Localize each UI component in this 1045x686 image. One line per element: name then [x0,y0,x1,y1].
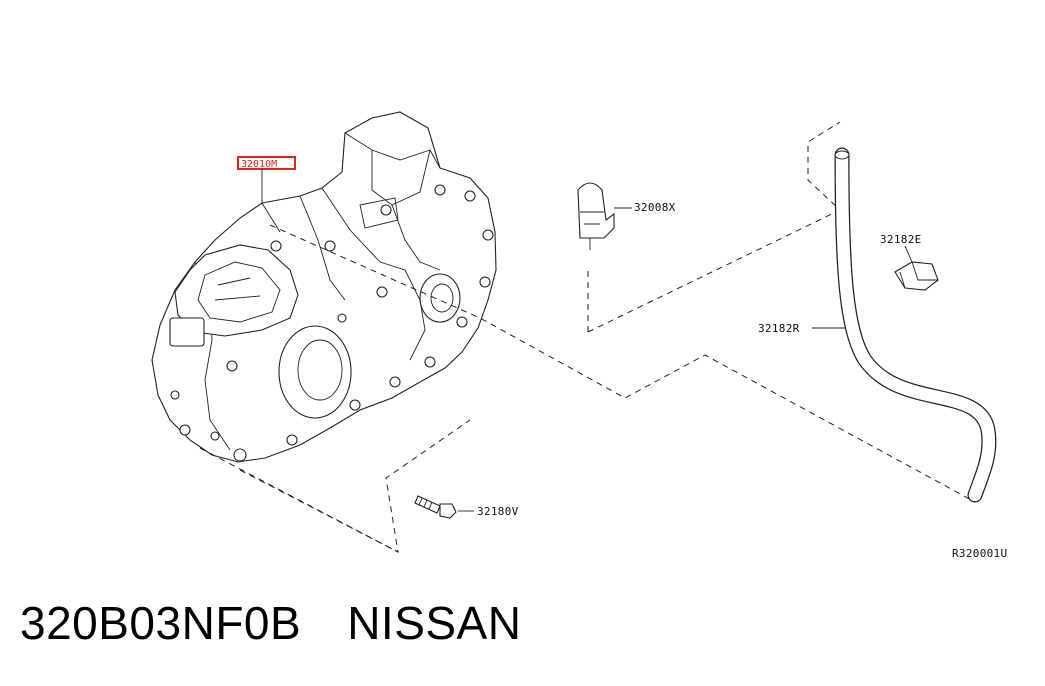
hose-end-top [834,150,850,160]
sensor-bracket [169,317,205,347]
housing-bolts [170,184,494,462]
exploded-parts-diagram: 32010M 32008X 32182E 32182R 32180V R3200… [151,111,1007,560]
connector-detail [580,211,604,250]
differential-cover-inner [297,339,343,401]
guide-upper-to-connector [269,224,976,503]
valve-body-detail [197,261,281,323]
drain-bolt [414,495,474,519]
callout-label-connector[interactable]: 32008X [634,201,676,214]
bolt-threads [418,497,433,510]
connector-body [577,182,615,239]
case-ribs [194,187,441,451]
mount-bracket [359,197,399,229]
brand-name: NISSAN [347,597,522,649]
transmission-assembly [151,111,497,463]
transmission-case-outline [151,111,497,463]
hose-inner [835,148,996,502]
part-number: 320B03NF0B [20,597,302,649]
callout-label-clip[interactable]: 32182E [880,233,922,246]
differential-cover [278,325,352,419]
highlight-box [237,156,296,170]
guide-connector-loop [587,121,841,333]
bolt-head [439,503,457,519]
guide-lower-to-bolt [199,419,471,553]
axle-seal-port-inner [430,283,454,313]
callout-label-bolt[interactable]: 32180V [477,505,519,518]
part-caption: 320B03NF0B NISSAN [20,596,521,650]
diagram-reference-code: R320001U [952,547,1007,560]
dashed-guide-lines [199,121,976,553]
callout-label-highlighted: 32010M [241,159,277,170]
hose-outer [834,147,997,503]
guide-bottom-housing [239,469,399,553]
clip-leader [904,245,913,263]
callout-32010m[interactable]: 32010M [237,156,296,203]
callout-label-hose[interactable]: 32182R [758,322,800,335]
breather-connector [577,182,632,250]
breather-hose [812,147,997,503]
clip-detail [899,261,938,289]
hose-clip [894,245,939,291]
axle-seal-port [419,273,461,323]
